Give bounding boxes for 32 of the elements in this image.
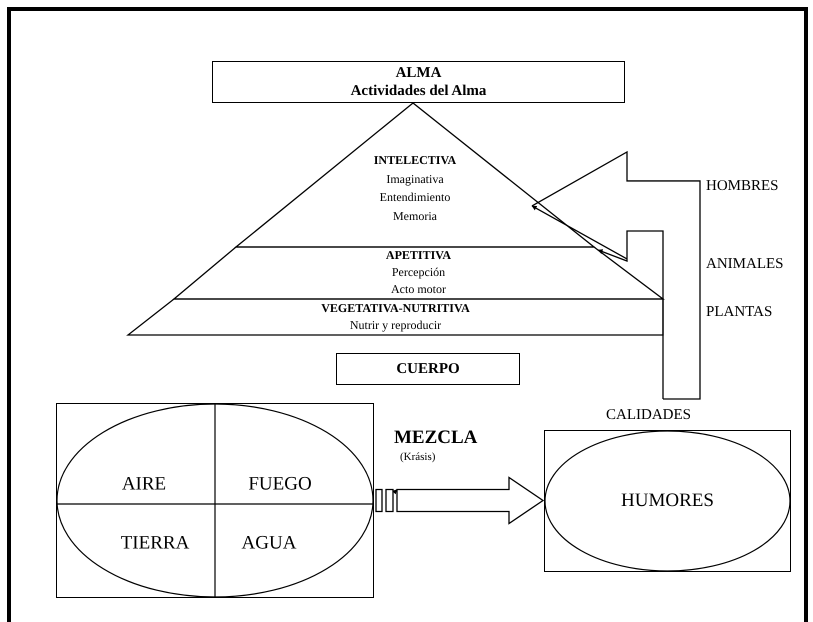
element-label: TIERRA bbox=[120, 534, 190, 552]
block-arrow bbox=[375, 476, 544, 525]
band-text: Acto motor bbox=[391, 281, 446, 298]
pyramid-band bbox=[128, 299, 663, 335]
pyramid-band bbox=[174, 247, 663, 299]
label-box bbox=[212, 61, 625, 103]
side-label: (Krásis) bbox=[400, 452, 436, 463]
band-title: APETITIVA bbox=[386, 247, 452, 264]
block-arrow bbox=[598, 230, 664, 399]
side-label: PLANTAS bbox=[706, 305, 772, 320]
side-label: ANIMALES bbox=[706, 257, 784, 272]
element-label: FUEGO bbox=[248, 474, 312, 494]
band-text: Entendimiento bbox=[380, 189, 450, 206]
band-text: Nutrir y reproducir bbox=[350, 317, 442, 334]
band-text: Memoria bbox=[393, 208, 437, 224]
pyramid-band bbox=[236, 103, 594, 247]
element-label: AIRE bbox=[122, 474, 166, 494]
band-text: Imaginativa bbox=[386, 170, 444, 188]
label-box bbox=[336, 353, 520, 385]
band-title: INTELECTIVA bbox=[374, 152, 456, 169]
box-text: ALMA bbox=[396, 64, 442, 82]
side-label: HOMBRES bbox=[706, 179, 779, 194]
element-label: AGUA bbox=[242, 534, 296, 552]
box-text: Actividades del Alma bbox=[350, 82, 486, 100]
ellipse-text: HUMORES bbox=[621, 488, 714, 513]
quartered-ellipse-box bbox=[56, 403, 374, 598]
band-title: VEGETATIVA-NUTRITIVA bbox=[321, 300, 470, 317]
box-text: CUERPO bbox=[396, 360, 460, 378]
edge-label: MEZCLA bbox=[394, 428, 478, 447]
box-heading: CALIDADES bbox=[606, 408, 691, 423]
band-text: Percepción bbox=[392, 264, 446, 281]
block-arrow bbox=[531, 150, 701, 400]
